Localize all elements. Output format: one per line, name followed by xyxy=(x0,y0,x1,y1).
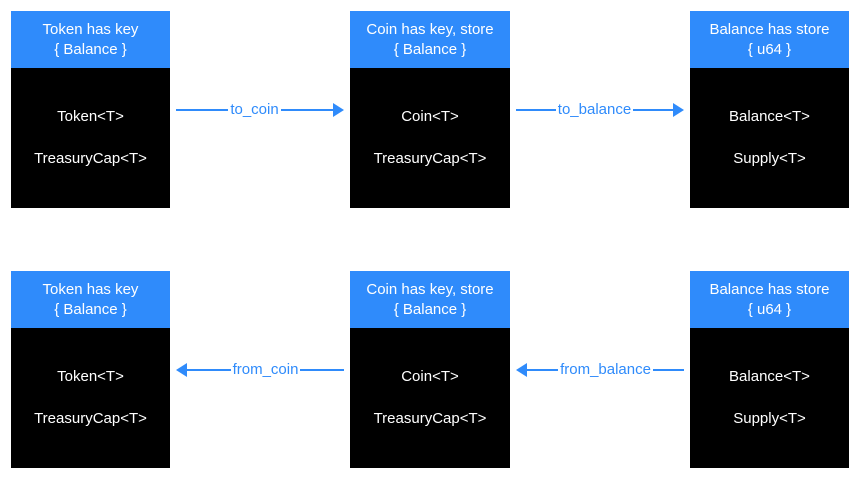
node-balance-top-header-line1: Balance has store xyxy=(709,20,830,38)
node-balance-top-header-line2: { u64 } xyxy=(747,40,792,58)
arrow-from-coin-line-right xyxy=(300,369,345,371)
arrow-from-balance-line-left xyxy=(527,369,559,371)
arrow-right-icon xyxy=(333,103,344,117)
node-token-bottom-body-line1: Token<T> xyxy=(57,368,124,385)
arrow-right-icon xyxy=(673,103,684,117)
node-coin-bottom-header-line2: { Balance } xyxy=(393,300,467,318)
node-token-top-body-line1: Token<T> xyxy=(57,108,124,125)
arrow-to-coin-label: to_coin xyxy=(230,101,279,118)
node-coin-top-header-line2: { Balance } xyxy=(393,40,467,58)
node-balance-bottom-body-line2: Supply<T> xyxy=(733,410,806,427)
node-token-bottom-body: Token<T> TreasuryCap<T> xyxy=(11,328,170,468)
arrow-to-balance-line-right xyxy=(633,109,673,111)
node-coin-top-body-line1: Coin<T> xyxy=(401,108,459,125)
arrow-from-coin: from_coin xyxy=(176,356,345,384)
node-token-top-body: Token<T> TreasuryCap<T> xyxy=(11,68,170,208)
node-balance-top-body-line2: Supply<T> xyxy=(733,150,806,167)
node-token-bottom-header: Token has key { Balance } xyxy=(11,271,170,328)
arrow-from-coin-label: from_coin xyxy=(232,361,299,378)
node-balance-bottom-header-line2: { u64 } xyxy=(747,300,792,318)
node-coin-top-header: Coin has key, store { Balance } xyxy=(350,11,510,68)
arrow-to-balance-line-left xyxy=(516,109,556,111)
arrow-to-coin-line-left xyxy=(176,109,229,111)
arrow-to-coin-line-right xyxy=(280,109,333,111)
node-balance-bottom-header-line1: Balance has store xyxy=(709,280,830,298)
node-coin-bottom-header: Coin has key, store { Balance } xyxy=(350,271,510,328)
node-token-top[interactable]: Token has key { Balance } Token<T> Treas… xyxy=(11,11,170,208)
node-coin-bottom-body-line2: TreasuryCap<T> xyxy=(373,410,487,427)
node-coin-bottom-body-line1: Coin<T> xyxy=(401,368,459,385)
node-coin-top-body-line2: TreasuryCap<T> xyxy=(373,150,487,167)
node-coin-top[interactable]: Coin has key, store { Balance } Coin<T> … xyxy=(350,11,510,208)
node-token-bottom-body-line2: TreasuryCap<T> xyxy=(34,410,147,427)
arrow-left-icon xyxy=(516,363,527,377)
arrow-to-coin: to_coin xyxy=(176,96,344,124)
node-token-top-header: Token has key { Balance } xyxy=(11,11,170,68)
arrow-left-icon xyxy=(176,363,187,377)
node-balance-bottom-body: Balance<T> Supply<T> xyxy=(690,328,849,468)
arrow-to-balance: to_balance xyxy=(516,96,684,124)
node-balance-bottom-body-line1: Balance<T> xyxy=(729,368,810,385)
arrow-from-coin-line-left xyxy=(187,369,231,371)
arrow-to-balance-label: to_balance xyxy=(557,101,632,118)
node-balance-top[interactable]: Balance has store { u64 } Balance<T> Sup… xyxy=(690,11,849,208)
node-token-top-body-line2: TreasuryCap<T> xyxy=(34,150,147,167)
arrow-from-balance-line-right xyxy=(652,369,685,371)
node-balance-bottom-header: Balance has store { u64 } xyxy=(690,271,849,328)
node-balance-top-body: Balance<T> Supply<T> xyxy=(690,68,849,208)
node-coin-top-body: Coin<T> TreasuryCap<T> xyxy=(350,68,510,208)
node-balance-bottom[interactable]: Balance has store { u64 } Balance<T> Sup… xyxy=(690,271,849,468)
node-coin-bottom-header-line1: Coin has key, store xyxy=(366,280,494,298)
arrow-from-balance: from_balance xyxy=(516,356,685,384)
node-coin-bottom-body: Coin<T> TreasuryCap<T> xyxy=(350,328,510,468)
node-token-bottom[interactable]: Token has key { Balance } Token<T> Treas… xyxy=(11,271,170,468)
node-balance-top-header: Balance has store { u64 } xyxy=(690,11,849,68)
node-coin-top-header-line1: Coin has key, store xyxy=(366,20,494,38)
node-token-bottom-header-line2: { Balance } xyxy=(54,300,127,318)
node-token-top-header-line1: Token has key xyxy=(42,20,139,38)
arrow-from-balance-label: from_balance xyxy=(560,361,651,378)
node-token-bottom-header-line1: Token has key xyxy=(42,280,139,298)
node-balance-top-body-line1: Balance<T> xyxy=(729,108,810,125)
node-coin-bottom[interactable]: Coin has key, store { Balance } Coin<T> … xyxy=(350,271,510,468)
node-token-top-header-line2: { Balance } xyxy=(54,40,127,58)
